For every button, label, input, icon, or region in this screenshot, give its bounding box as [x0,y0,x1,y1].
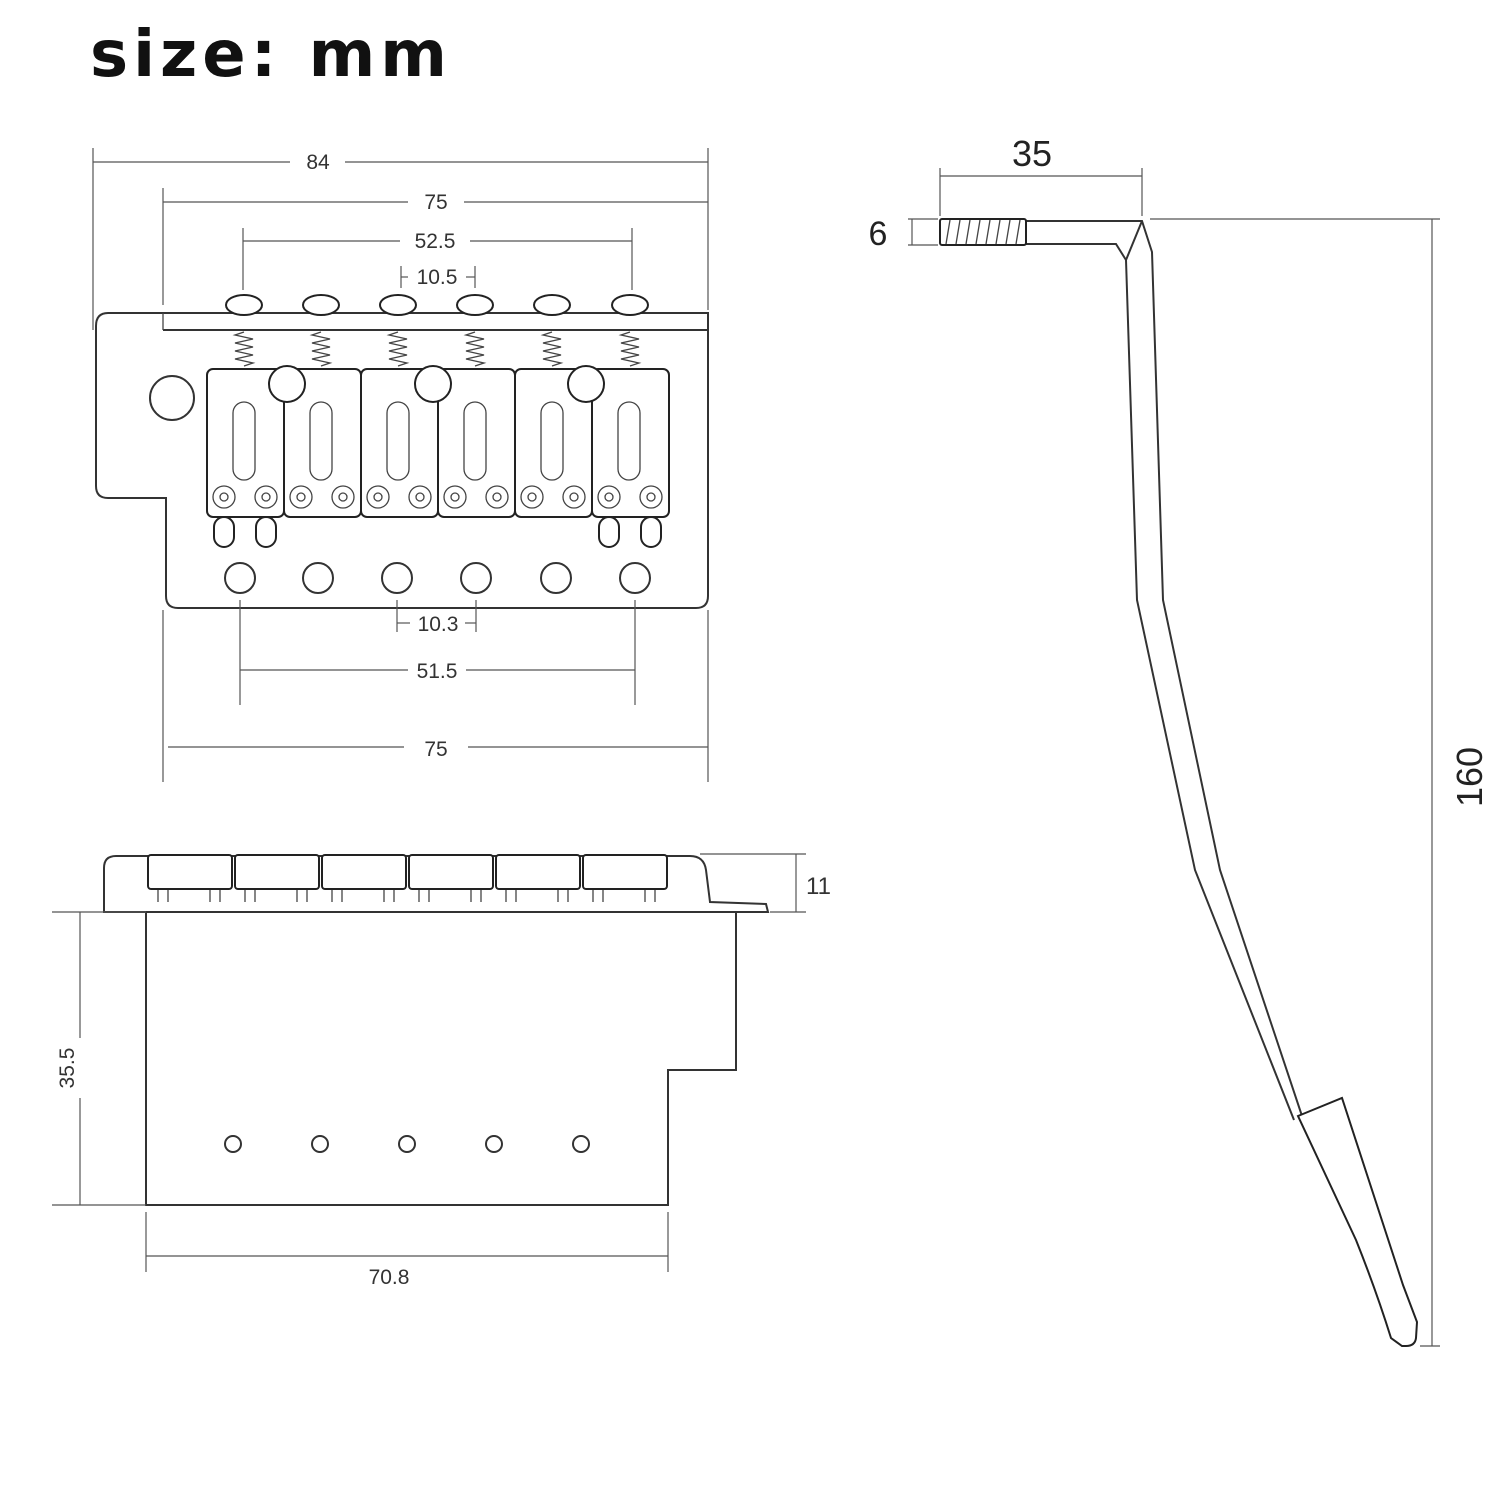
thread-marks [945,219,1021,245]
dim-block-height: 35.5 [56,1048,79,1089]
intonation-springs [234,331,640,367]
dim-outer-string-spacing: 52.5 [415,230,456,253]
dim-mount-hole-spacing: 10.3 [418,613,459,636]
dim-saddle-span-width: 75 [424,191,447,214]
dim-arm-height: 160 [1449,747,1490,807]
dim-outer-mount-hole-spacing: 51.5 [417,660,458,683]
saddles [206,368,670,518]
block-holes [224,1135,590,1153]
mount-holes [224,562,651,594]
dim-thread-diameter: 6 [869,215,888,253]
screw-ends [213,516,662,548]
side-view: 11 35.5 70.8 [52,853,831,1289]
dim-arm-length: 35 [1012,133,1052,174]
dim-plate-width: 75 [424,738,447,761]
dim-side-height: 11 [806,873,831,900]
dim-block-width: 70.8 [369,1266,410,1289]
dim-overall-width: 84 [306,151,330,174]
tremolo-arm: 35 6 160 [869,133,1490,1347]
saddle-screw-heads [225,294,649,316]
dim-string-spacing: 10.5 [417,266,458,289]
side-saddles [147,854,668,890]
top-view: 84 75 52.5 10.5 [92,148,709,782]
page-title: size: mm [90,18,452,92]
